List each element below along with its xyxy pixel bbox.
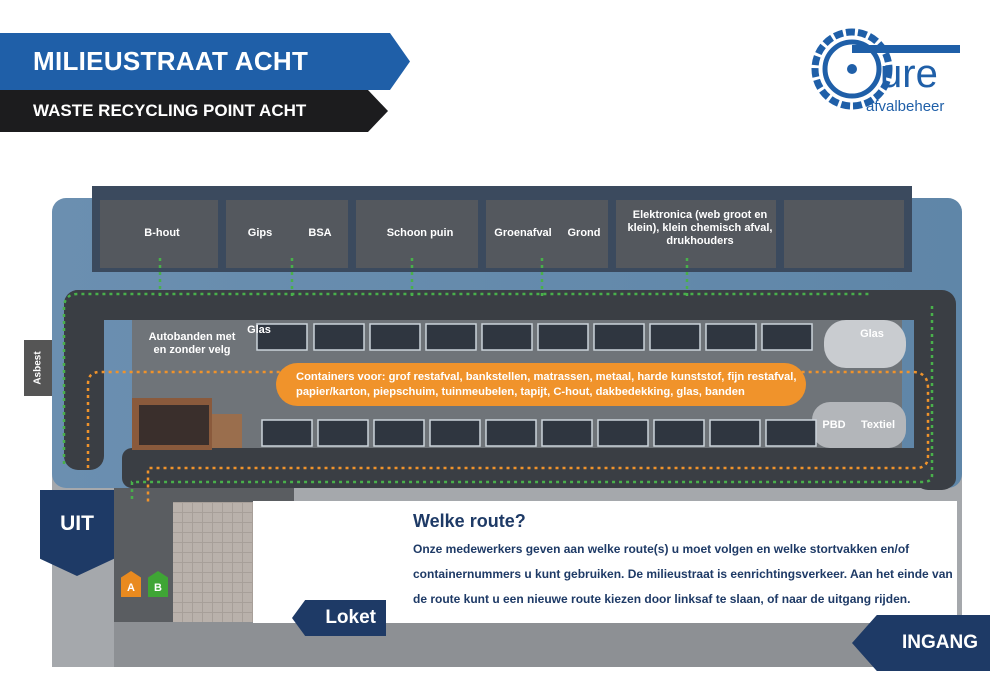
green-route [62,258,934,502]
bay-b-hout [100,200,218,268]
asbest-label: Asbest [32,351,44,385]
ingang-sign: INGANG [852,615,990,671]
office-window [139,405,209,445]
container [425,323,477,351]
container [256,323,308,351]
glas-island [824,320,906,368]
glas-label-left: Glas [247,324,271,336]
container [537,323,589,351]
bay-elektronica [616,200,776,268]
container [653,419,705,447]
container [761,323,813,351]
route-info-heading: Welke route? [413,511,526,531]
bays [100,200,904,268]
page-title: MILIEUSTRAAT ACHT [33,46,309,76]
container [541,419,593,447]
container [765,419,817,447]
container [373,419,425,447]
bay-label-groenafval: Groenafval [494,227,552,239]
uit-label: UIT [60,512,94,535]
container [481,323,533,351]
bay-groenafval-grond [486,200,608,268]
containers-line-2: papier/karton, piepschuim, tuinmeubelen,… [296,385,745,398]
container [369,323,421,351]
route-b-label: B [154,582,162,594]
container [485,419,537,447]
glas-label-right: Glas [860,328,884,340]
autobanden-label: Autobanden met en zonder velg [148,331,236,356]
bay-gips-bsa [226,200,348,268]
road-bottom [122,448,956,488]
upper-containers [256,323,813,351]
road-top [64,290,944,320]
bay-right [784,200,904,268]
logo-brand-text: ure [880,52,938,96]
page-subtitle: WASTE RECYCLING POINT ACHT [33,101,307,120]
bay-label-elektronica: Elektronica (web groot en klein), klein … [627,209,773,247]
subtitle-banner: WASTE RECYCLING POINT ACHT [0,90,388,132]
loket-sign: Loket [292,600,386,636]
route-info-body: Onze medewerkers geven aan welke route(s… [413,542,953,606]
bay-label-bsa: BSA [308,227,332,239]
lower-road-bottom [114,622,962,667]
road-left [64,290,104,470]
container [597,419,649,447]
orange-route [86,370,930,502]
bay-label-schoon-puin: Schoon puin [386,227,454,239]
lower-containers [261,419,817,447]
containers-callout: Containers voor: grof restafval, bankste… [276,363,806,406]
container [429,419,481,447]
route-a-marker: A [121,571,141,597]
container [649,323,701,351]
title-banner: MILIEUSTRAAT ACHT [0,33,410,90]
bay-schoon-puin [356,200,478,268]
uit-sign: UIT [40,490,114,576]
container [705,323,757,351]
pbd-label: PBD [822,419,846,431]
logo-tagline: afvalbeheer [866,98,944,115]
cure-logo-mark: ure afvalbeheer [811,28,960,115]
ingang-label: INGANG [902,632,978,653]
route-a-label: A [127,582,135,594]
route-b-marker: B [148,571,168,597]
site-map [52,186,962,502]
asbest-tag: Asbest [24,340,52,396]
bay-label-grond: Grond [567,227,601,239]
container [261,419,313,447]
container [317,419,369,447]
containers-line-1: Containers voor: grof restafval, bankste… [296,370,797,383]
container [709,419,761,447]
bay-label-b-hout: B-hout [144,227,180,239]
cure-logo: ure afvalbeheer [808,25,968,120]
office-annex [212,414,242,448]
container [593,323,645,351]
container [313,323,365,351]
road-right [914,290,956,490]
bay-label-gips: Gips [247,227,273,239]
loket-label: Loket [325,607,376,628]
textiel-label: Textiel [860,419,896,431]
pbd-textiel-island [812,402,906,448]
